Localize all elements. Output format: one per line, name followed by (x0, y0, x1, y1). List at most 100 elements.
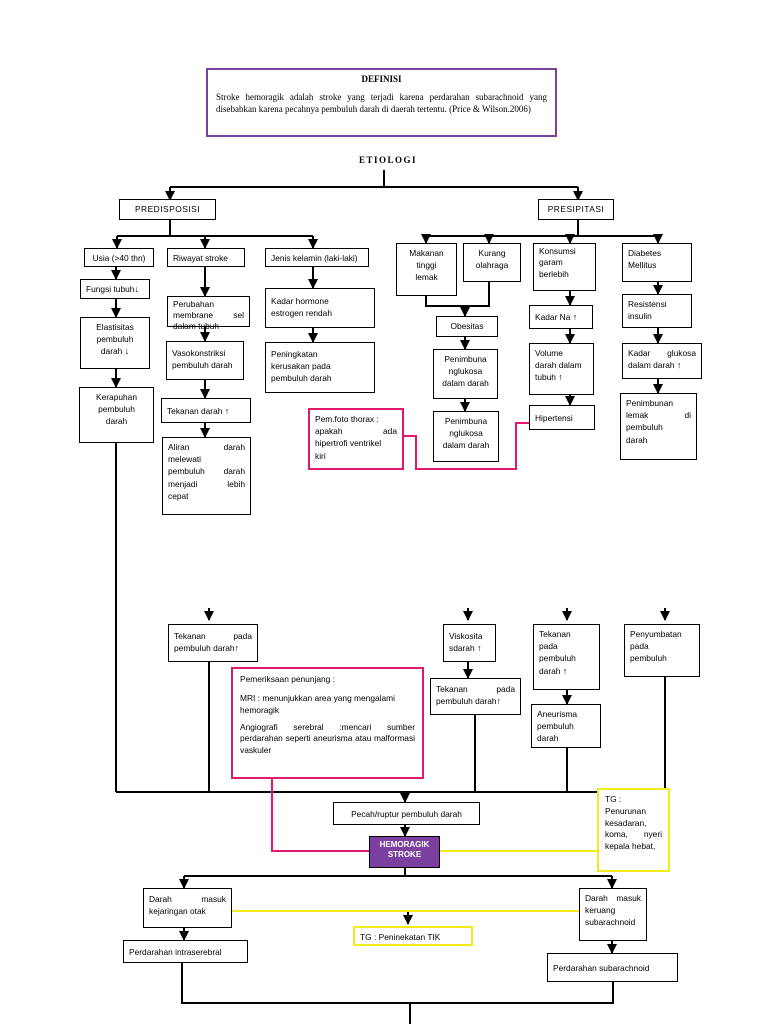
viskositas-box: Viskosita sdarah ↑ (443, 624, 496, 662)
makanan-box: Makanan tinggi lemak (396, 243, 457, 296)
kadar-hormone-line: Kadar hormone (271, 296, 329, 306)
aliran-line: Aliran darah (168, 442, 245, 452)
aliran-line: pembuluh darah (168, 466, 245, 477)
tekanan-darah-label: Tekanan darah (167, 406, 223, 416)
darah-sub-line: keruang (585, 905, 616, 916)
tekanan-pd-2-line: Tekanan pada (436, 684, 515, 694)
arrow-up-icon: ↑ (224, 406, 230, 416)
perdarahan-subarachnoid-box: Perdarahan subarachnoid (547, 953, 678, 982)
elastisitas-line: Elastisitas (96, 322, 134, 332)
resistensi-box: Resistensi insulin (622, 294, 692, 328)
volume-line: tubuh ↑ (535, 372, 563, 383)
perubahan-line: dalam tubuh (173, 320, 220, 331)
hemoragik-line: HEMORAGIK (379, 840, 430, 849)
peningkatan-line: kerusakan pada (271, 361, 331, 372)
konsumsi-garam-box: Konsumsi garam berlebih (533, 243, 596, 291)
penunjang-angiografi: Angiografi serebral :mencari sumber perd… (240, 722, 415, 755)
hemoragik-stroke-box: HEMORAGIK STROKE (369, 836, 440, 868)
penimbunan-glukosa-2-box: Penimbuna nglukosa dalam darah (433, 411, 499, 462)
arrow-up-icon: ↑ (496, 696, 502, 707)
konsumsi-line: berlebih (539, 268, 569, 279)
penimbunan-lemak-box: Penimbunan lemak di pembuluh darah (620, 393, 697, 460)
aneurisma-line: Aneurisma (537, 709, 578, 719)
tg-tik-box: TG : Peninekatan TIK (353, 926, 473, 946)
arrow-down-icon: ↓ (124, 346, 130, 357)
arrow-up-icon: ↑ (562, 665, 568, 676)
aneurisma-box: Aneurisma pembuluh darah (531, 704, 601, 748)
foto-thorax-line: kiri (315, 450, 326, 461)
arrow-down-icon: ↓ (134, 284, 139, 294)
penyumbatan-line: pembuluh (630, 653, 667, 664)
makanan-line: Makanan (409, 248, 444, 258)
penimbunan-line: nglukosa (449, 428, 483, 439)
perubahan-line: membrane sel (173, 309, 244, 320)
aliran-line: menjadi lebih (168, 478, 245, 489)
line-makanan-obesitas (425, 282, 490, 307)
resistensi-line: Resistensi (628, 299, 667, 309)
tg-gejala-line: kepala hebat, (605, 841, 656, 852)
fungsi-tubuh-label: Fungsi tubuh (86, 284, 135, 294)
aliran-line: cepat (168, 490, 189, 501)
vasokonstriksi-line: pembuluh darah (172, 360, 233, 371)
penimbunan-lemak-line: darah (626, 434, 648, 445)
tekanan-pd-3-line: pembuluh (539, 653, 576, 664)
riwayat-stroke-box: Riwayat stroke (167, 248, 245, 267)
tg-gejala-box: TG : Penurunan kesadaran, koma, nyeri ke… (597, 788, 670, 872)
volume-line: darah dalam (535, 360, 582, 371)
penimbunan-glukosa-1-box: Penimbuna nglukosa dalam darah (433, 349, 498, 399)
elastisitas-line: pembuluh (96, 334, 134, 345)
presipitasi-box: PRESIPITASI (538, 199, 614, 220)
darah-otak-line: kejaringan otak (149, 906, 206, 917)
kadar-hormone-line: estrogen rendah (271, 308, 332, 319)
darah-jaringan-otak-box: Darah masuk kejaringan otak (143, 888, 232, 928)
perdarahan-intraserebral-box: Perdarahan intraserebral (123, 940, 248, 963)
tekanan-pd-3-line: pada (539, 641, 558, 652)
kurang-line: olahraga (475, 260, 509, 271)
kerapuhan-line: Kerapuhan (96, 392, 137, 402)
kurang-line: Kurang (478, 248, 506, 258)
penimbunan-line: Penimbuna (444, 354, 487, 364)
pemeriksaan-penunjang-box: Pemeriksaan penunjang : MRI : menunjukka… (231, 667, 424, 779)
vasokonstriksi-line: Vasokonstriksi (172, 348, 226, 358)
darah-sub-line: subarachnoid (585, 917, 636, 928)
pink-line-penunjang (271, 779, 369, 852)
konsumsi-line: Konsumsi (539, 246, 576, 256)
penunjang-mri: MRI : menunjukkan area yang mengalami he… (240, 693, 396, 715)
tekanan-pembuluh-box: Tekanan pada pembuluh darah↑ (168, 624, 258, 662)
peningkatan-line: pembuluh darah (271, 373, 332, 384)
penimbunan-lemak-line: lemak di (626, 410, 691, 421)
tg-gejala-line: Penurunan (605, 805, 646, 816)
penunjang-title: Pemeriksaan penunjang : (240, 674, 335, 684)
definition-title: DEFINISI (361, 74, 402, 84)
foto-thorax-line: Pem.foto thorax : (315, 414, 379, 424)
penyumbatan-line: pada (630, 641, 649, 652)
kadar-na-label: Kadar Na (535, 312, 571, 322)
jenis-kelamin-box: Jenis kelamin (laki-laki) (265, 248, 369, 267)
aliran-line: melewati (168, 454, 202, 465)
penimbunan-line: dalam darah (442, 378, 489, 389)
arrow-up-icon: ↑ (234, 643, 240, 654)
tekanan-pd-line: Tekanan pada (174, 631, 252, 641)
penimbunan-lemak-line: pembuluh (626, 422, 663, 433)
foto-thorax-line: apakah ada (315, 426, 397, 437)
hipertensi-box: Hipertensi (529, 405, 595, 430)
usia-box: Usia (>40 thn) (84, 248, 154, 267)
kadar-hormone-box: Kadar hormone estrogen rendah (265, 288, 375, 328)
penyumbatan-line: Penyumbatan (630, 629, 682, 639)
penimbunan-line: Penimbuna (444, 416, 488, 426)
predisposisi-box: PREDISPOSISI (119, 199, 216, 220)
aliran-darah-box: Aliran darah melewati pembuluh darah men… (162, 437, 251, 515)
definition-box: DEFINISI Stroke hemoragik adalah stroke … (206, 68, 557, 137)
viskositas-line: sdarah ↑ (449, 643, 482, 654)
perubahan-line: Perubahan (173, 299, 214, 309)
kadar-glukosa-line: Kadar glukosa (628, 348, 696, 358)
penimbunan-lemak-line: Penimbunan (626, 398, 674, 408)
fungsi-tubuh-box: Fungsi tubuh↓ (80, 279, 150, 299)
tekanan-pembuluh-3-box: Tekanan pada pembuluh darah ↑ (533, 624, 600, 690)
elastisitas-box: Elastisitas pembuluh darah ↓ (80, 317, 150, 369)
definition-body: Stroke hemoragik adalah stroke yang terj… (216, 92, 547, 114)
aneurisma-line: pembuluh (537, 721, 574, 732)
penimbunan-line: dalam darah (442, 440, 490, 451)
makanan-line: lemak (415, 272, 438, 283)
